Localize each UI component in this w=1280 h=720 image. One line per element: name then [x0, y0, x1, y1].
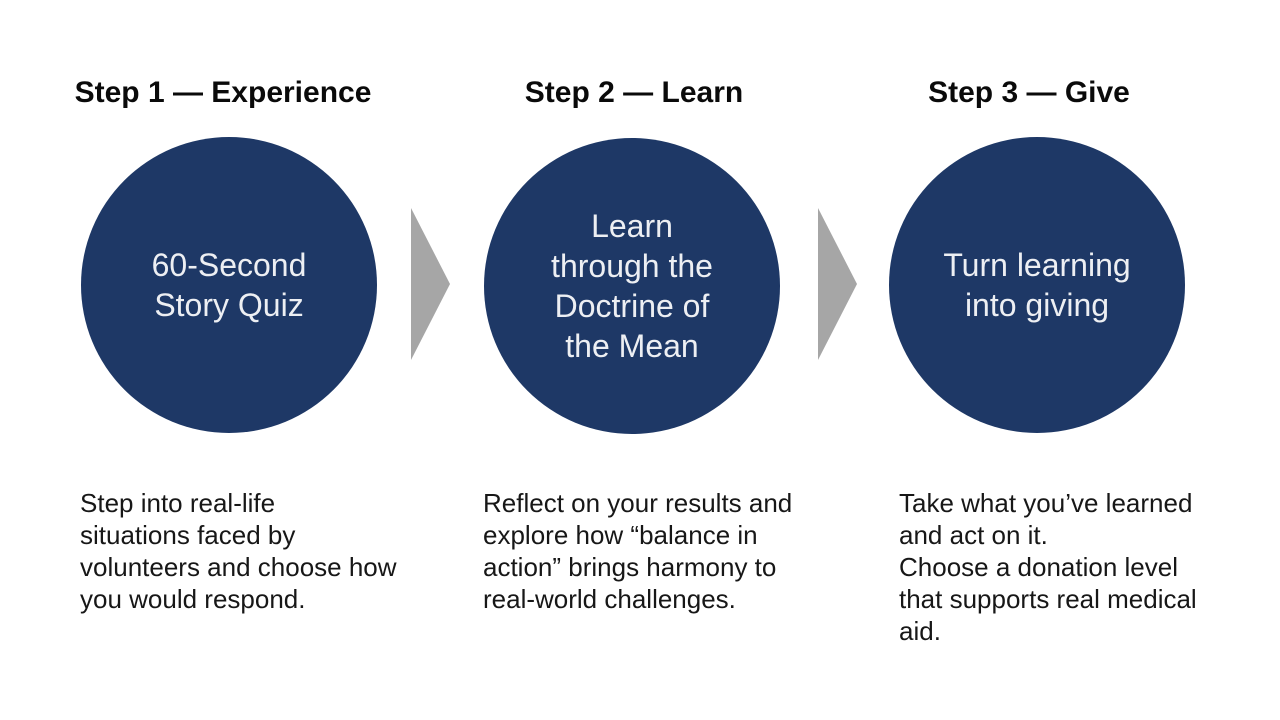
text-line: Choose a donation level [899, 552, 1178, 582]
step3-circle: Turn learning into giving [889, 137, 1185, 433]
step2-title: Step 2 — Learn [524, 76, 744, 109]
step2-description: Reflect on your results and explore how … [483, 487, 792, 615]
step3-title: Step 3 — Give [928, 76, 1130, 109]
text-line: Turn learning [943, 247, 1131, 283]
step1-description: Step into real-life situations faced by … [80, 487, 397, 615]
arrow-right-icon [818, 208, 857, 360]
text-line: volunteers and choose how [80, 552, 397, 582]
text-line: aid. [899, 616, 941, 646]
text-line: Reflect on your results and [483, 488, 793, 518]
text-line: Story Quiz [154, 287, 304, 323]
text-line: that supports real medical [899, 584, 1197, 614]
step2-circle: Learn through the Doctrine of the Mean [484, 138, 780, 434]
step1-title: Step 1 — Experience [74, 76, 372, 109]
step2-circle-label: Learn through the Doctrine of the Mean [551, 206, 713, 366]
text-line: Learn [591, 208, 673, 244]
text-line: you would respond. [80, 584, 306, 614]
text-line: and act on it. [899, 520, 1048, 550]
text-line: through the [551, 248, 713, 284]
text-line: real-world challenges. [483, 584, 736, 614]
text-line: situations faced by [80, 520, 296, 550]
step3-description: Take what you’ve learned and act on it. … [899, 487, 1197, 647]
text-line: the Mean [565, 328, 699, 364]
text-line: explore how “balance in [483, 520, 758, 550]
text-line: Take what you’ve learned [899, 488, 1193, 518]
text-line: 60-Second [151, 247, 307, 283]
arrow-right-icon [411, 208, 450, 360]
text-line: Doctrine of [554, 288, 710, 324]
step1-circle: 60-Second Story Quiz [81, 137, 377, 433]
step1-circle-label: 60-Second Story Quiz [152, 245, 307, 325]
text-line: Step into real-life [80, 488, 276, 518]
text-line: into giving [964, 287, 1110, 323]
step3-circle-label: Turn learning into giving [943, 245, 1130, 325]
text-line: action” brings harmony to [483, 552, 777, 582]
